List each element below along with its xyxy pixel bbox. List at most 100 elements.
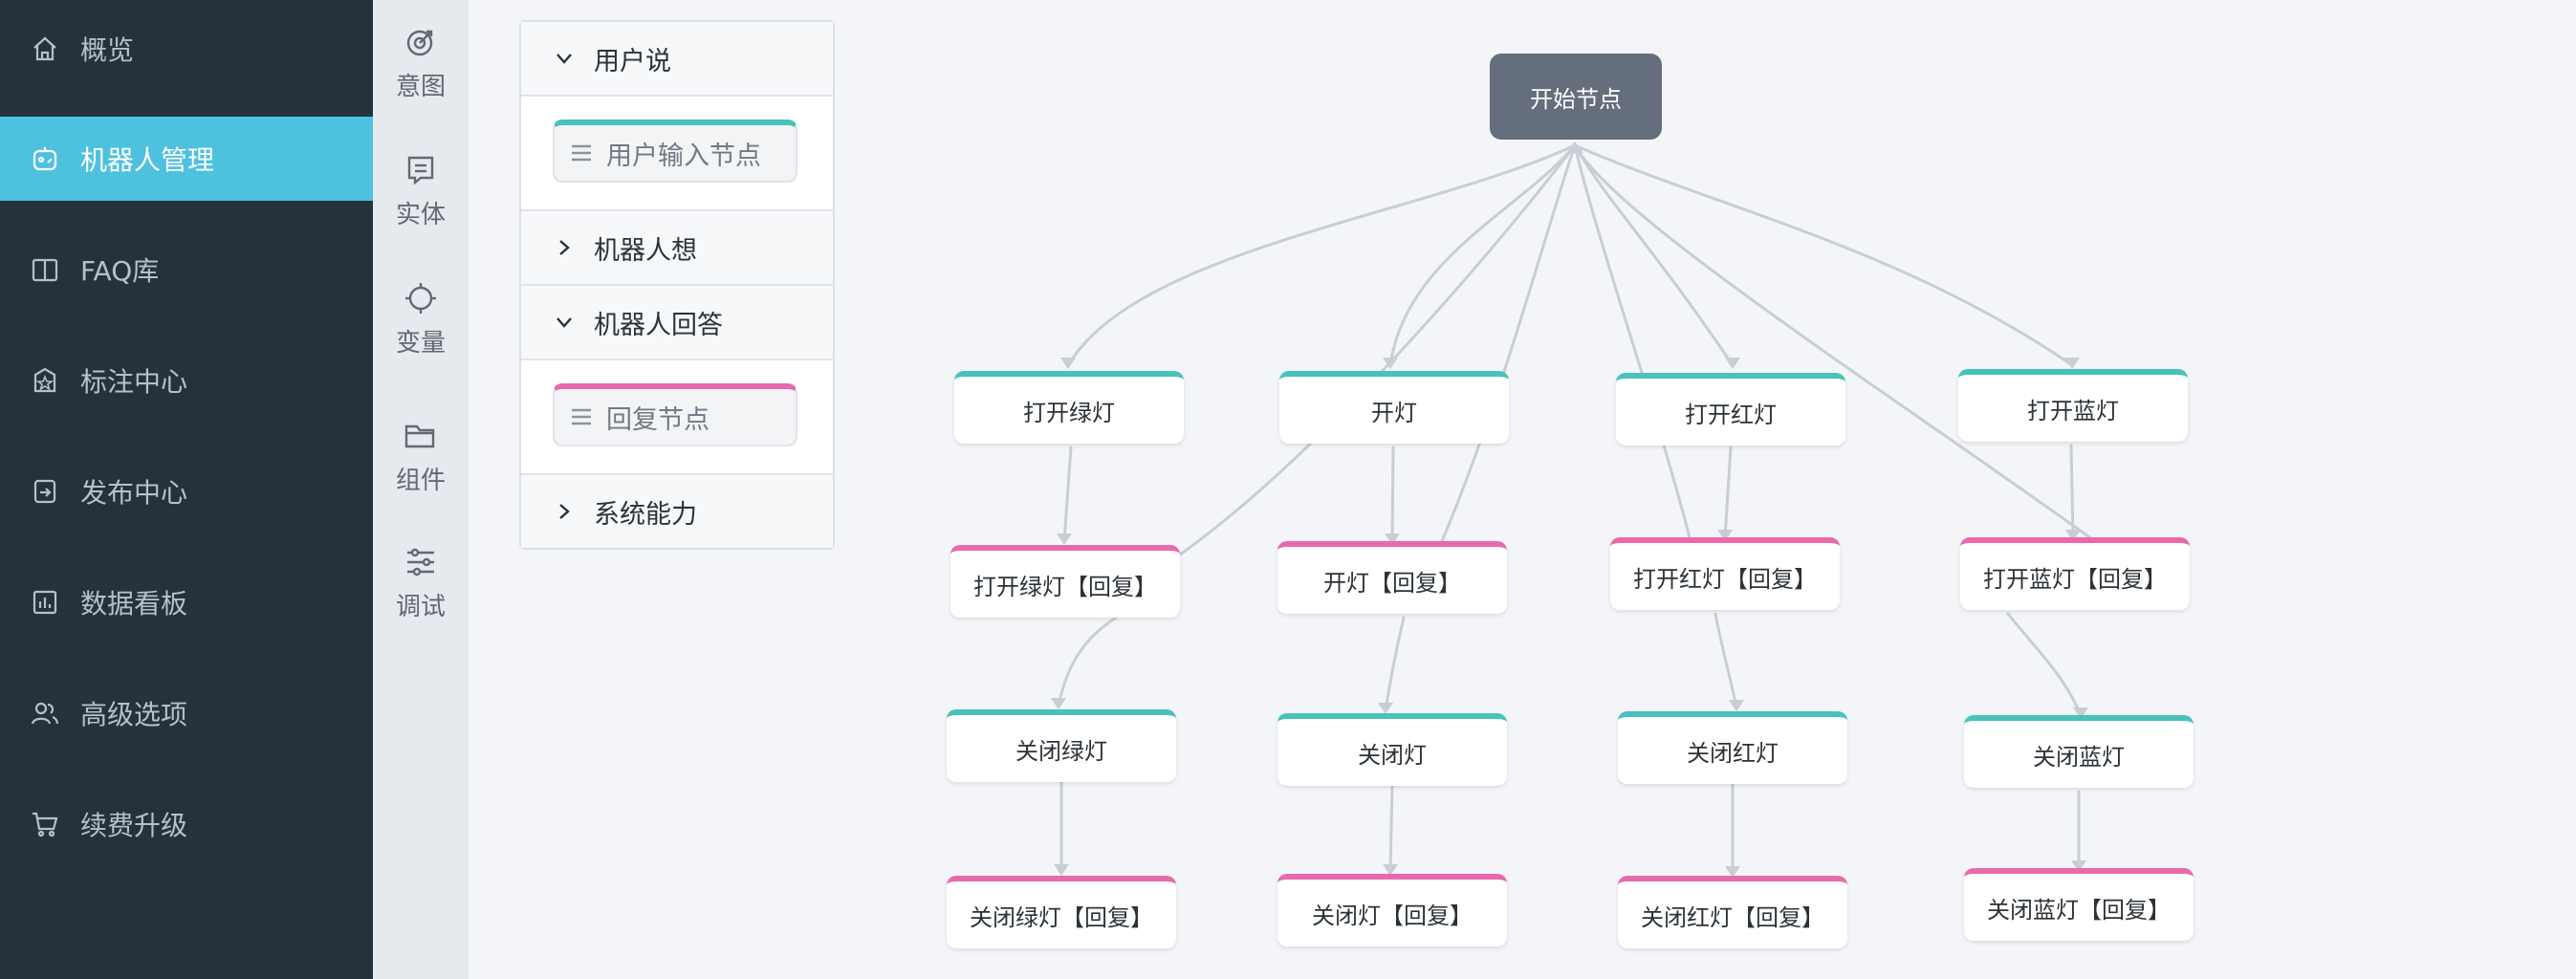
cart-icon xyxy=(29,808,61,840)
flow-node-intent[interactable]: 关闭灯 xyxy=(1277,713,1507,786)
sidebar-item-faq[interactable]: FAQ库 xyxy=(0,228,373,312)
flow-node-reply[interactable]: 打开绿灯【回复】 xyxy=(950,545,1180,618)
node-label: 关闭蓝灯 xyxy=(2033,743,2125,771)
sidebar-item-renew[interactable]: 续费升级 xyxy=(0,782,373,866)
palette-section-title: 机器人回答 xyxy=(594,310,723,340)
sidebar: 概览 机器人管理 FAQ库 标注中心 发布中心 数据看板 高级选项 xyxy=(0,0,373,979)
tool-label: 变量 xyxy=(395,329,446,358)
book-icon xyxy=(29,253,61,286)
node-label: 关闭绿灯 xyxy=(1015,737,1107,765)
edge-col2-c xyxy=(1388,784,1394,874)
tool-label: 实体 xyxy=(395,201,446,229)
flow-node-reply[interactable]: 关闭灯【回复】 xyxy=(1277,874,1507,946)
edge-start-col3 xyxy=(1573,143,1735,367)
sidebar-item-label: 机器人管理 xyxy=(80,144,215,176)
edge-col2-a xyxy=(1390,446,1395,543)
sidebar-item-label: 发布中心 xyxy=(80,477,188,509)
flow-node-intent[interactable]: 关闭蓝灯 xyxy=(1964,715,2194,788)
node-label: 关闭红灯【回复】 xyxy=(1641,903,1824,931)
palette-section-title: 机器人想 xyxy=(594,235,697,266)
node-label: 打开红灯【回复】 xyxy=(1633,565,1817,593)
tool-variable[interactable]: 变量 xyxy=(373,281,469,386)
node-label: 打开蓝灯 xyxy=(2027,397,2119,424)
sidebar-item-publish[interactable]: 发布中心 xyxy=(0,449,373,533)
flow-canvas[interactable]: 开始节点 打开绿灯 打开绿灯【回复】 关闭绿灯 关闭绿灯【回复】 开灯 开灯【回… xyxy=(469,0,2576,979)
flow-node-reply[interactable]: 打开红灯【回复】 xyxy=(1610,537,1840,610)
palette-section-body: 用户输入节点 xyxy=(521,97,833,211)
flow-node-intent[interactable]: 打开蓝灯 xyxy=(1958,369,2188,442)
dashboard-icon xyxy=(29,586,61,619)
chevron-right-icon xyxy=(559,240,570,255)
node-label: 关闭灯【回复】 xyxy=(1312,902,1473,929)
sidebar-item-advanced[interactable]: 高级选项 xyxy=(0,671,373,755)
node-label: 开灯【回复】 xyxy=(1323,569,1461,597)
flow-node-reply[interactable]: 打开蓝灯【回复】 xyxy=(1960,537,2190,610)
edge-start-col4b xyxy=(1573,143,2121,560)
publish-icon xyxy=(29,475,61,508)
palette-section-title: 系统能力 xyxy=(594,499,697,530)
edge-col1-b xyxy=(1057,616,1118,707)
sidebar-item-label: FAQ库 xyxy=(80,255,160,287)
sidebar-item-label: 高级选项 xyxy=(80,699,188,730)
tool-label: 组件 xyxy=(395,467,446,495)
edge-start-col2b xyxy=(1174,143,1577,559)
sliders-icon xyxy=(407,548,434,577)
flow-node-reply[interactable]: 关闭蓝灯【回复】 xyxy=(1964,868,2194,941)
tool-intent[interactable]: 意图 xyxy=(373,25,469,130)
node-label: 打开绿灯 xyxy=(1023,399,1115,426)
palette-section-robot-answers[interactable]: 机器人回答 xyxy=(521,286,833,360)
flow-node-intent[interactable]: 关闭绿灯 xyxy=(947,709,1176,782)
edge-start-col4 xyxy=(1573,143,2074,367)
flow-node-intent[interactable]: 打开红灯 xyxy=(1616,373,1845,446)
node-label: 开始节点 xyxy=(1530,85,1622,113)
folder-icon xyxy=(404,424,435,448)
edge-start-col1 xyxy=(1066,143,1577,367)
palette-section-system[interactable]: 系统能力 xyxy=(521,475,833,548)
palette-card-reply-node[interactable]: 回复节点 xyxy=(553,383,797,446)
palette-card-user-input-node[interactable]: 用户输入节点 xyxy=(553,120,797,183)
node-label: 打开绿灯【回复】 xyxy=(973,573,1157,600)
node-label: 关闭绿灯【回复】 xyxy=(970,903,1153,931)
flow-node-reply[interactable]: 关闭绿灯【回复】 xyxy=(947,876,1176,948)
tool-debug[interactable]: 调试 xyxy=(373,545,469,650)
sidebar-item-dashboard[interactable]: 数据看板 xyxy=(0,560,373,644)
flow-node-intent[interactable]: 开灯 xyxy=(1279,371,1509,444)
edge-start-col3b xyxy=(1573,143,1692,539)
edge-col4-a xyxy=(2069,444,2075,539)
flow-node-intent[interactable]: 关闭红灯 xyxy=(1618,711,1847,784)
edge-start-col2 xyxy=(1388,143,1577,367)
sidebar-item-overview[interactable]: 概览 xyxy=(0,7,373,91)
flow-node-start[interactable]: 开始节点 xyxy=(1490,54,1662,140)
palette-section-user-says[interactable]: 用户说 xyxy=(521,22,833,97)
tool-entity[interactable]: 实体 xyxy=(373,153,469,258)
users-icon xyxy=(29,697,61,729)
edge-col1-a xyxy=(1062,446,1073,543)
flow-node-intent[interactable]: 打开绿灯 xyxy=(954,371,1184,444)
tool-column: 意图 实体 变量 组件 调试 xyxy=(373,0,469,979)
node-label: 开灯 xyxy=(1371,399,1417,426)
palette-section-title: 用户说 xyxy=(594,46,671,76)
tool-label: 调试 xyxy=(395,593,446,621)
chevron-down-icon xyxy=(557,317,572,328)
sidebar-item-robot-management[interactable]: 机器人管理 xyxy=(0,117,373,201)
flow-node-reply[interactable]: 开灯【回复】 xyxy=(1277,541,1507,614)
flow-edges xyxy=(1051,141,2121,878)
palette-section-body: 回复节点 xyxy=(521,360,833,475)
node-label: 打开蓝灯【回复】 xyxy=(1983,565,2167,593)
crosshair-icon xyxy=(405,283,436,314)
drag-handle-icon xyxy=(572,408,591,425)
edge-start-col2c xyxy=(1440,143,1577,543)
sidebar-item-annotation[interactable]: 标注中心 xyxy=(0,338,373,423)
star-tag-icon xyxy=(29,364,61,397)
tool-component[interactable]: 组件 xyxy=(373,419,469,524)
node-palette: 用户说 用户输入节点 机器人想 机器人回答 回复节点 系统能力 xyxy=(519,20,835,550)
target-icon xyxy=(406,30,433,56)
node-label: 关闭灯 xyxy=(1358,741,1427,769)
flow-node-reply[interactable]: 关闭红灯【回复】 xyxy=(1618,876,1847,948)
home-icon xyxy=(29,33,61,65)
sidebar-item-label: 概览 xyxy=(80,34,135,66)
edge-col3-b xyxy=(1714,612,1738,709)
palette-section-robot-thinks[interactable]: 机器人想 xyxy=(521,211,833,286)
tool-label: 意图 xyxy=(395,73,446,101)
node-label: 关闭红灯 xyxy=(1687,739,1779,767)
